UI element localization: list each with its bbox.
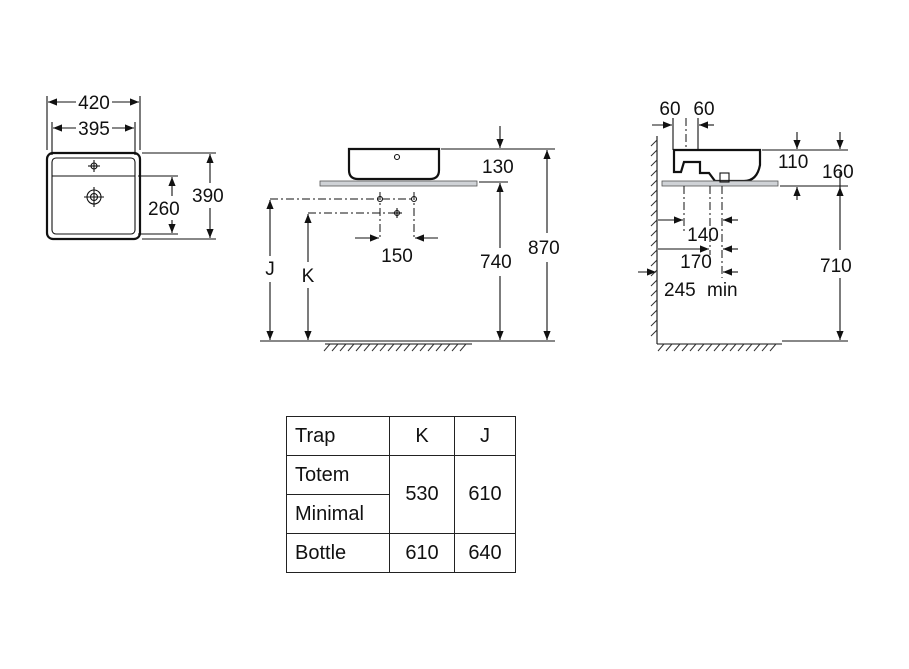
header-k: K — [389, 416, 455, 456]
trap-j-value: 640 — [454, 533, 516, 573]
table-row: Totem 530 610 — [286, 455, 516, 534]
trap-outlet-icon — [376, 195, 418, 218]
dim-245: 245 — [664, 280, 696, 301]
table-header-row: Trap K J — [286, 416, 516, 456]
dim-170: 170 — [680, 252, 712, 273]
dim-min-label: min — [707, 280, 738, 301]
basin-inner-outline — [51, 157, 136, 235]
dim-trap-spacing: 150 — [381, 246, 413, 267]
dim-basin-height: 130 — [482, 157, 514, 178]
dim-total-height: 870 — [528, 238, 560, 259]
side-floor-hatch — [657, 343, 777, 352]
table-row: Minimal — [286, 494, 516, 534]
trap-k-value: 530 — [389, 455, 455, 534]
trap-j-value: 610 — [454, 455, 516, 534]
header-j: J — [454, 416, 516, 456]
dim-offset-b: 60 — [693, 99, 714, 120]
side-view: 60 60 140 170 245 min 110 160 710 — [638, 99, 854, 352]
dim-inner-height: 110 — [778, 152, 808, 173]
label-j: J — [265, 259, 275, 280]
label-k: K — [302, 266, 315, 287]
countertop — [319, 180, 478, 187]
basin-outline-front — [347, 147, 441, 181]
front-view: 150 J K 130 740 870 — [260, 126, 560, 352]
table-row: Bottle 610 640 — [286, 533, 516, 573]
floor-hatch — [323, 343, 467, 352]
dim-710: 710 — [820, 256, 852, 277]
tap-hole-icon — [88, 160, 100, 172]
dim-width-outer: 420 — [78, 93, 110, 114]
header-trap: Trap — [286, 416, 390, 456]
trap-name: Totem — [286, 455, 390, 495]
trap-table: Trap K J Totem 530 610 Minimal Bottle 61… — [286, 416, 516, 573]
dim-offset-a: 60 — [659, 99, 680, 120]
top-view: 420 395 390 260 — [45, 93, 224, 241]
wall-hatch — [650, 139, 658, 337]
dim-counter-height: 740 — [480, 252, 512, 273]
dim-140: 140 — [687, 225, 719, 246]
dim-outer-height: 160 — [822, 162, 854, 183]
trap-k-value: 610 — [389, 533, 455, 573]
dim-depth-inner: 260 — [148, 199, 180, 220]
basin-outline-side — [672, 148, 762, 183]
trap-name: Minimal — [286, 494, 390, 534]
basin-outline-top — [45, 151, 142, 241]
drain-icon — [84, 187, 104, 207]
dim-depth-outer: 390 — [192, 186, 224, 207]
trap-name: Bottle — [286, 533, 390, 573]
dim-width-inner: 395 — [78, 119, 110, 140]
